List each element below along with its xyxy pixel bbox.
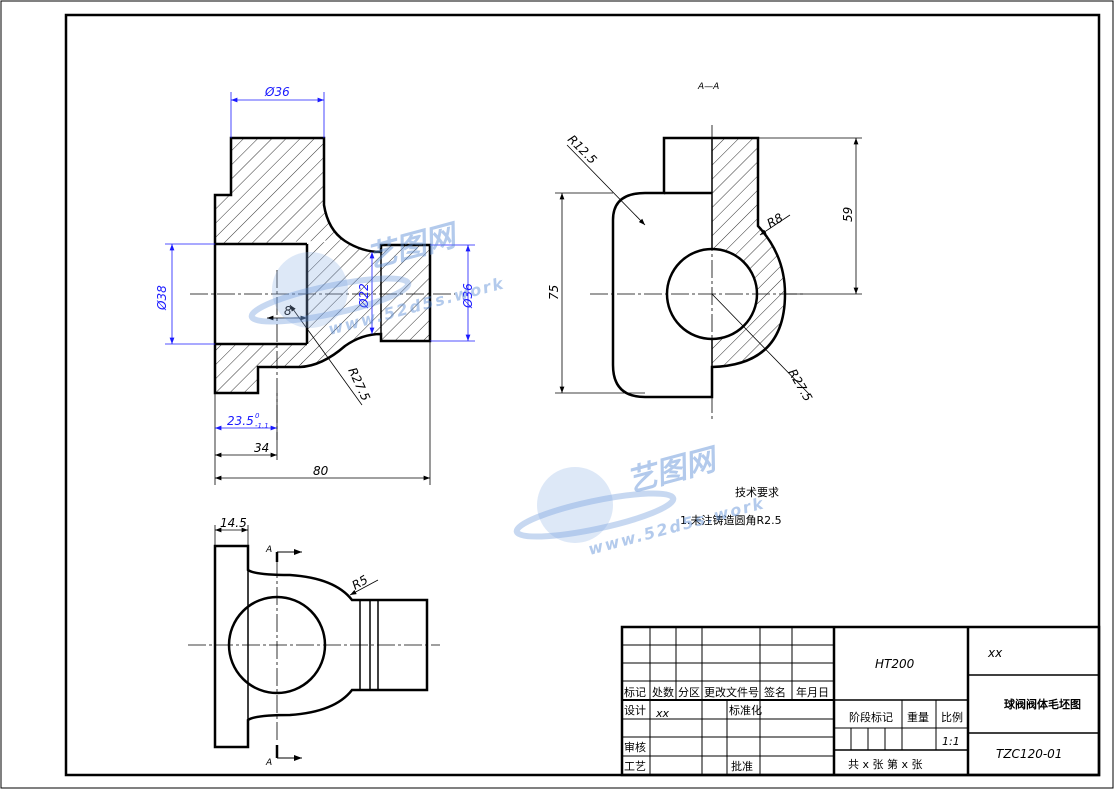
tb-review-label: 审核 xyxy=(624,740,646,754)
tb-header-2: 分区 xyxy=(678,686,700,699)
dim-depth: 8 xyxy=(284,304,292,318)
dim-h59: 59 xyxy=(841,207,855,222)
dim-tol-upper: 0 xyxy=(255,412,260,420)
dim-len-80: 80 xyxy=(313,464,329,478)
hatch-top-boss xyxy=(215,138,343,244)
front-section-view: Ø36 Ø38 Ø22 Ø36 8 R27.5 23.5 0 -1.1 34 8… xyxy=(155,85,475,485)
section-mark-bottom: A xyxy=(265,758,272,768)
dim-r27-5: R27.5 xyxy=(785,367,815,404)
tb-designer: xx xyxy=(655,707,670,720)
tb-stage-label: 阶段标记 xyxy=(849,710,893,724)
top-view-outline xyxy=(213,544,429,749)
tb-header-3: 更改文件号 xyxy=(704,685,759,699)
hatch-bottom-left xyxy=(215,344,307,393)
dim-fillet-main: R27.5 xyxy=(345,365,373,403)
dim-len-23-5: 23.5 xyxy=(227,414,254,428)
tech-req-item-1: 1.未注铸造圆角R2.5 xyxy=(680,513,782,527)
tb-approve-label: 批准 xyxy=(731,759,753,773)
section-a-a: A—A R12.5 R8 R27.5 59 75 xyxy=(547,82,862,420)
dim-inner-dia: Ø22 xyxy=(357,283,371,309)
watermark-brand-2: 艺图网 xyxy=(623,442,723,500)
tb-header-5: 年月日 xyxy=(796,685,829,699)
hatch-right-boss xyxy=(300,240,430,367)
section-title: A—A xyxy=(697,82,719,92)
dim-left-dia: Ø38 xyxy=(155,285,169,311)
tb-weight-label: 重量 xyxy=(907,710,929,724)
watermark-2: 艺图网 www.52d5s.work xyxy=(513,442,767,559)
dim-r5: R5 xyxy=(350,572,371,592)
tb-drawing-no: TZC120-01 xyxy=(996,747,1062,761)
tb-sheets: 共 x 张 第 x 张 xyxy=(848,757,923,771)
dim-len-14-5: 14.5 xyxy=(220,516,247,530)
dim-tol-lower: -1.1 xyxy=(255,422,269,430)
dim-r12-5: R12.5 xyxy=(565,132,600,167)
drawing-frame xyxy=(64,13,1101,777)
title-block: 标记 处数 分区 更改文件号 签名 年月日 设计 xx 标准化 审核 工艺 批准… xyxy=(620,625,1101,777)
tb-material: HT200 xyxy=(875,657,915,671)
dim-top-dia: Ø36 xyxy=(264,85,290,99)
tb-std-label: 标准化 xyxy=(729,703,762,717)
tb-design-label: 设计 xyxy=(624,704,646,717)
tech-req-title: 技术要求 xyxy=(735,486,779,499)
tb-scale-label: 比例 xyxy=(941,710,963,724)
tb-process-label: 工艺 xyxy=(624,760,646,773)
watermark-globe-icon xyxy=(272,252,348,328)
tb-scale-value: 1:1 xyxy=(942,735,960,748)
tb-company: xx xyxy=(987,646,1003,660)
dim-right-dia: Ø36 xyxy=(461,283,475,309)
section-mark-top: A xyxy=(265,545,272,555)
dim-len-34: 34 xyxy=(254,441,269,455)
top-view: A A 14.5 R5 xyxy=(188,516,440,768)
dim-r8: R8 xyxy=(765,210,786,230)
tb-part-name: 球阀阀体毛坯图 xyxy=(1004,697,1081,711)
tb-header-0: 标记 xyxy=(624,685,646,699)
tb-header-4: 签名 xyxy=(764,685,786,699)
dim-h75: 75 xyxy=(547,285,561,300)
watermark-globe-icon-2 xyxy=(537,467,613,543)
tb-header-1: 处数 xyxy=(652,686,674,699)
front-outline xyxy=(213,136,432,395)
